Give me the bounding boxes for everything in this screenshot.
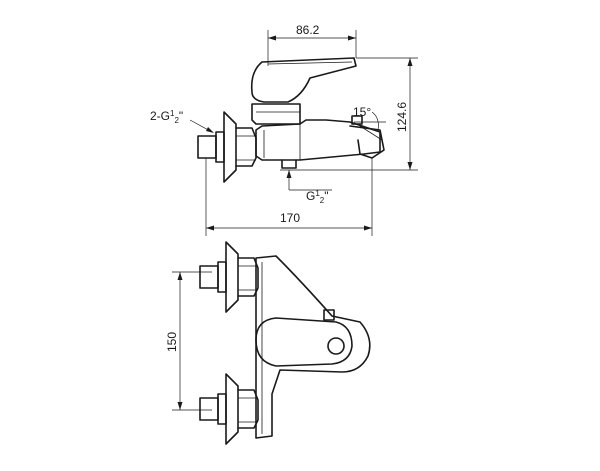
- side-inlet-connector: [197, 111, 257, 183]
- top-inlet-upper: [199, 241, 259, 313]
- outlet-thread-sub: 2: [320, 196, 325, 205]
- dimension-overall-length: 170: [205, 158, 373, 236]
- inlet-thread-suffix: ": [179, 109, 183, 123]
- inlet-thread-sup: 1: [170, 109, 175, 118]
- inlet-thread-label: 2-G12": [150, 109, 183, 125]
- outlet-thread-label: G12": [306, 189, 329, 205]
- inlet-thread-prefix: 2-G: [150, 109, 170, 123]
- dimension-angle: 15°: [353, 105, 386, 131]
- side-diverter-pin: [351, 115, 363, 125]
- outlet-thread-suffix: ": [324, 189, 328, 203]
- top-diverter-knob: [323, 309, 335, 321]
- inlet-spacing-label: 150: [165, 332, 179, 352]
- side-view: [197, 57, 385, 183]
- side-lever-handle: [250, 57, 357, 103]
- overall-length-label: 170: [280, 211, 300, 225]
- outlet-thread-prefix: G: [306, 189, 315, 203]
- top-view: [199, 241, 371, 445]
- top-handle-cap: [327, 337, 345, 355]
- inlet-thread-sub: 2: [174, 116, 179, 125]
- side-cartridge: [251, 103, 301, 125]
- total-height-label: 124.6: [395, 102, 409, 132]
- outlet-thread-sup: 1: [315, 189, 320, 198]
- side-outlet: [281, 159, 297, 169]
- handle-width-label: 86.2: [296, 23, 320, 37]
- angle-label: 15°: [353, 105, 371, 119]
- dimension-handle-width: 86.2: [267, 23, 357, 66]
- dimension-total-height: 124.6: [300, 57, 418, 171]
- dimension-inlet-spacing: 150: [165, 271, 212, 411]
- dimension-outlet-thread: G12": [286, 170, 332, 205]
- side-spout: [349, 125, 385, 159]
- top-inlet-lower: [199, 373, 259, 445]
- top-valve-body: [255, 255, 371, 439]
- top-lever-handle: [255, 317, 353, 367]
- dimension-inlet-thread: 2-G12": [150, 109, 214, 133]
